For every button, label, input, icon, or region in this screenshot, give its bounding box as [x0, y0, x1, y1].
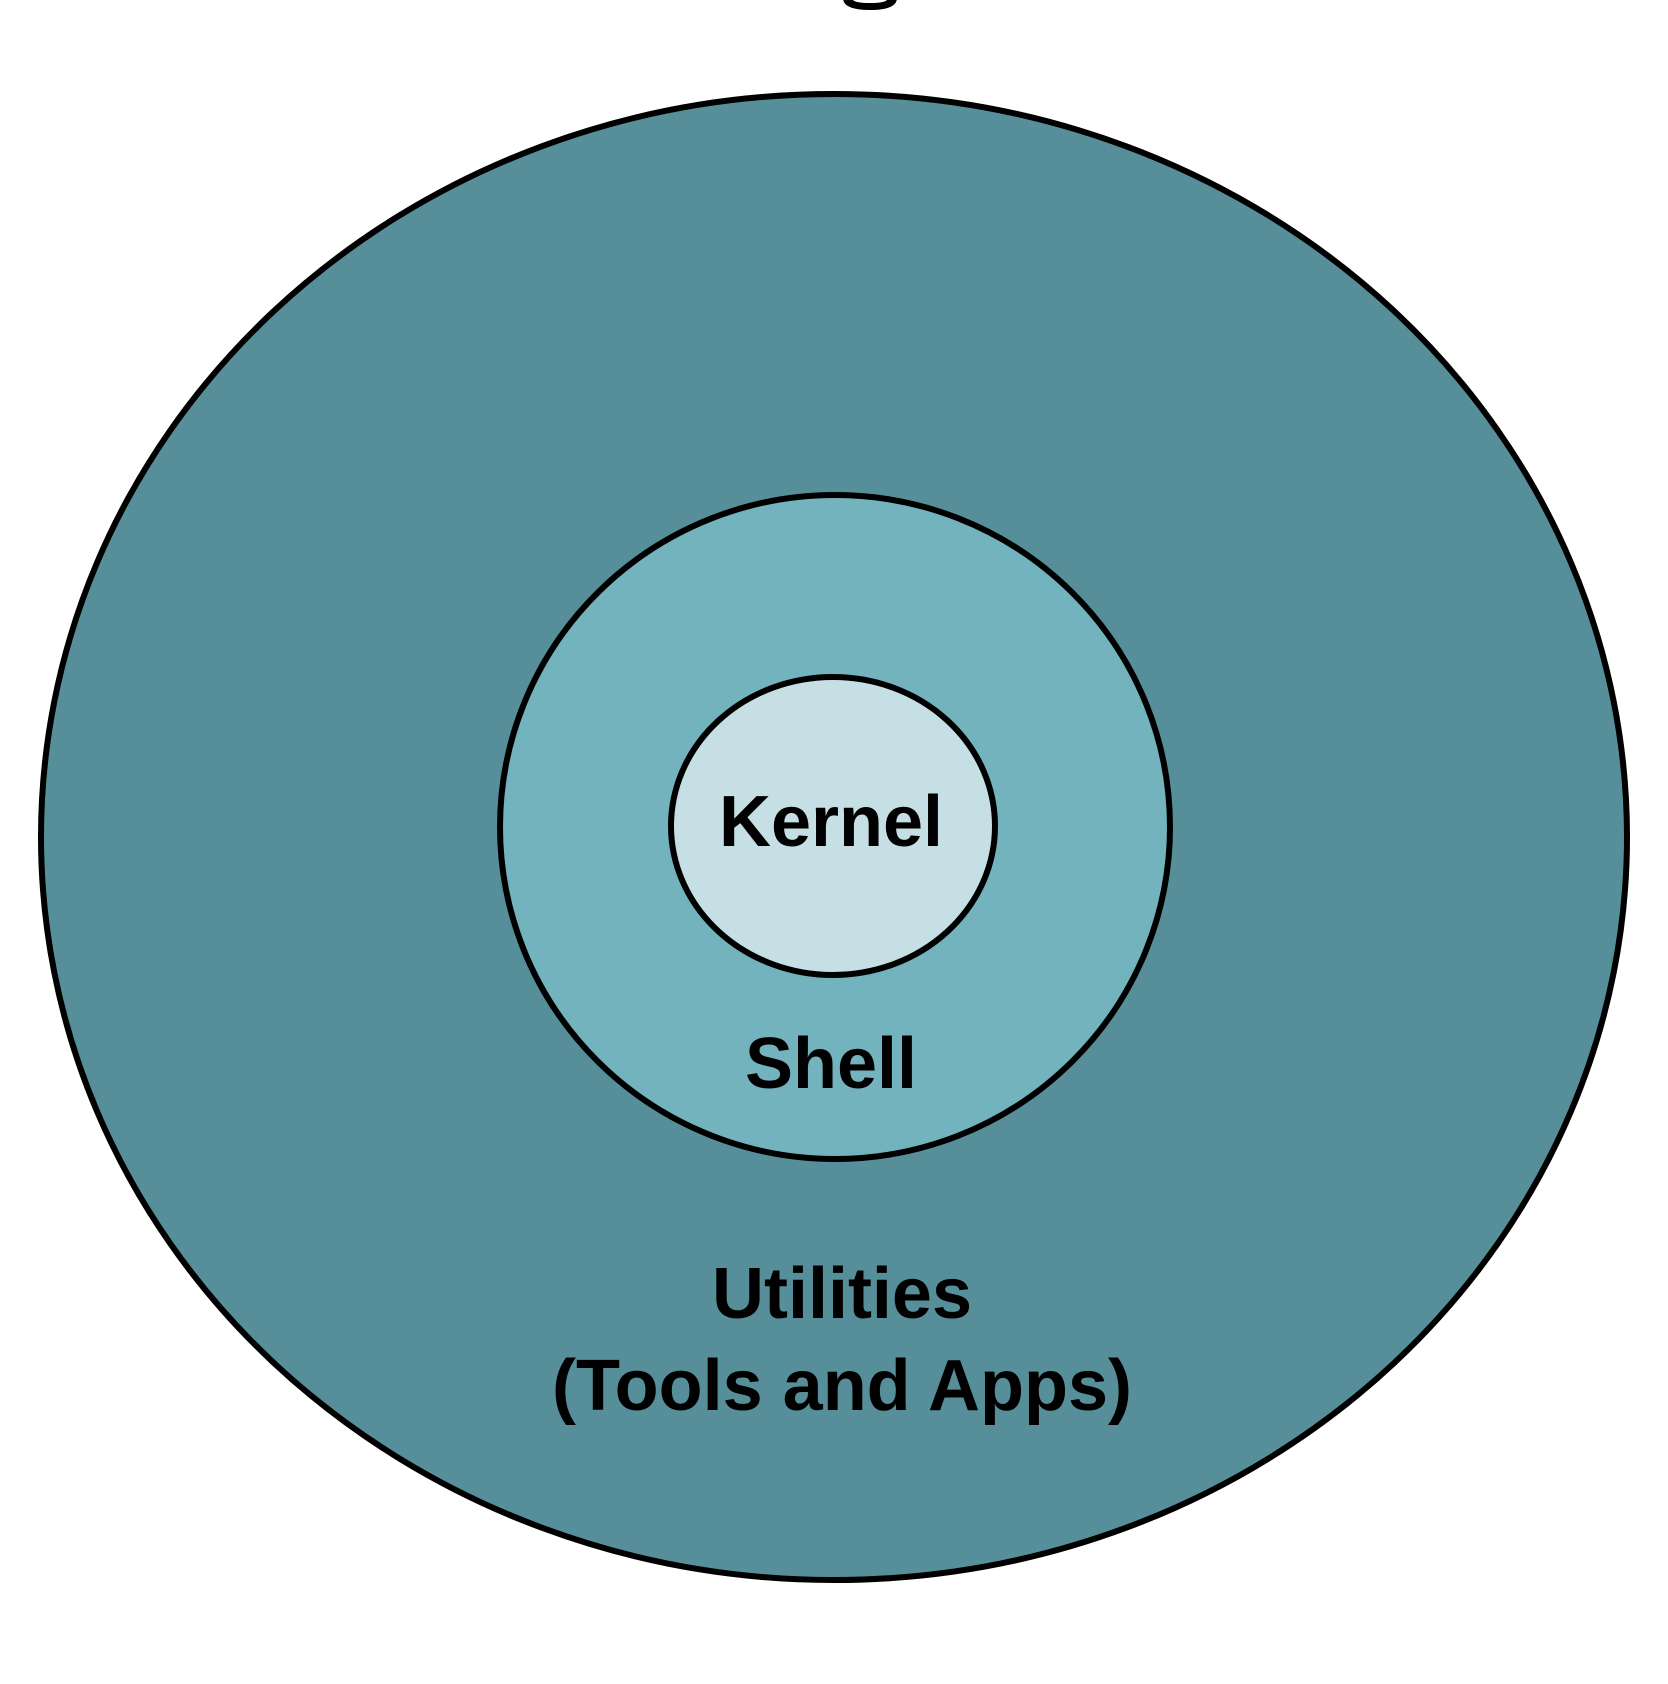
kernel-label: Kernel [719, 782, 943, 862]
shell-label: Shell [745, 1024, 917, 1104]
clipped-heading-glyph [843, 0, 897, 10]
kernel-layer [668, 674, 998, 978]
utilities-label: Utilities [712, 1254, 972, 1334]
utilities-sublabel: (Tools and Apps) [552, 1346, 1132, 1426]
